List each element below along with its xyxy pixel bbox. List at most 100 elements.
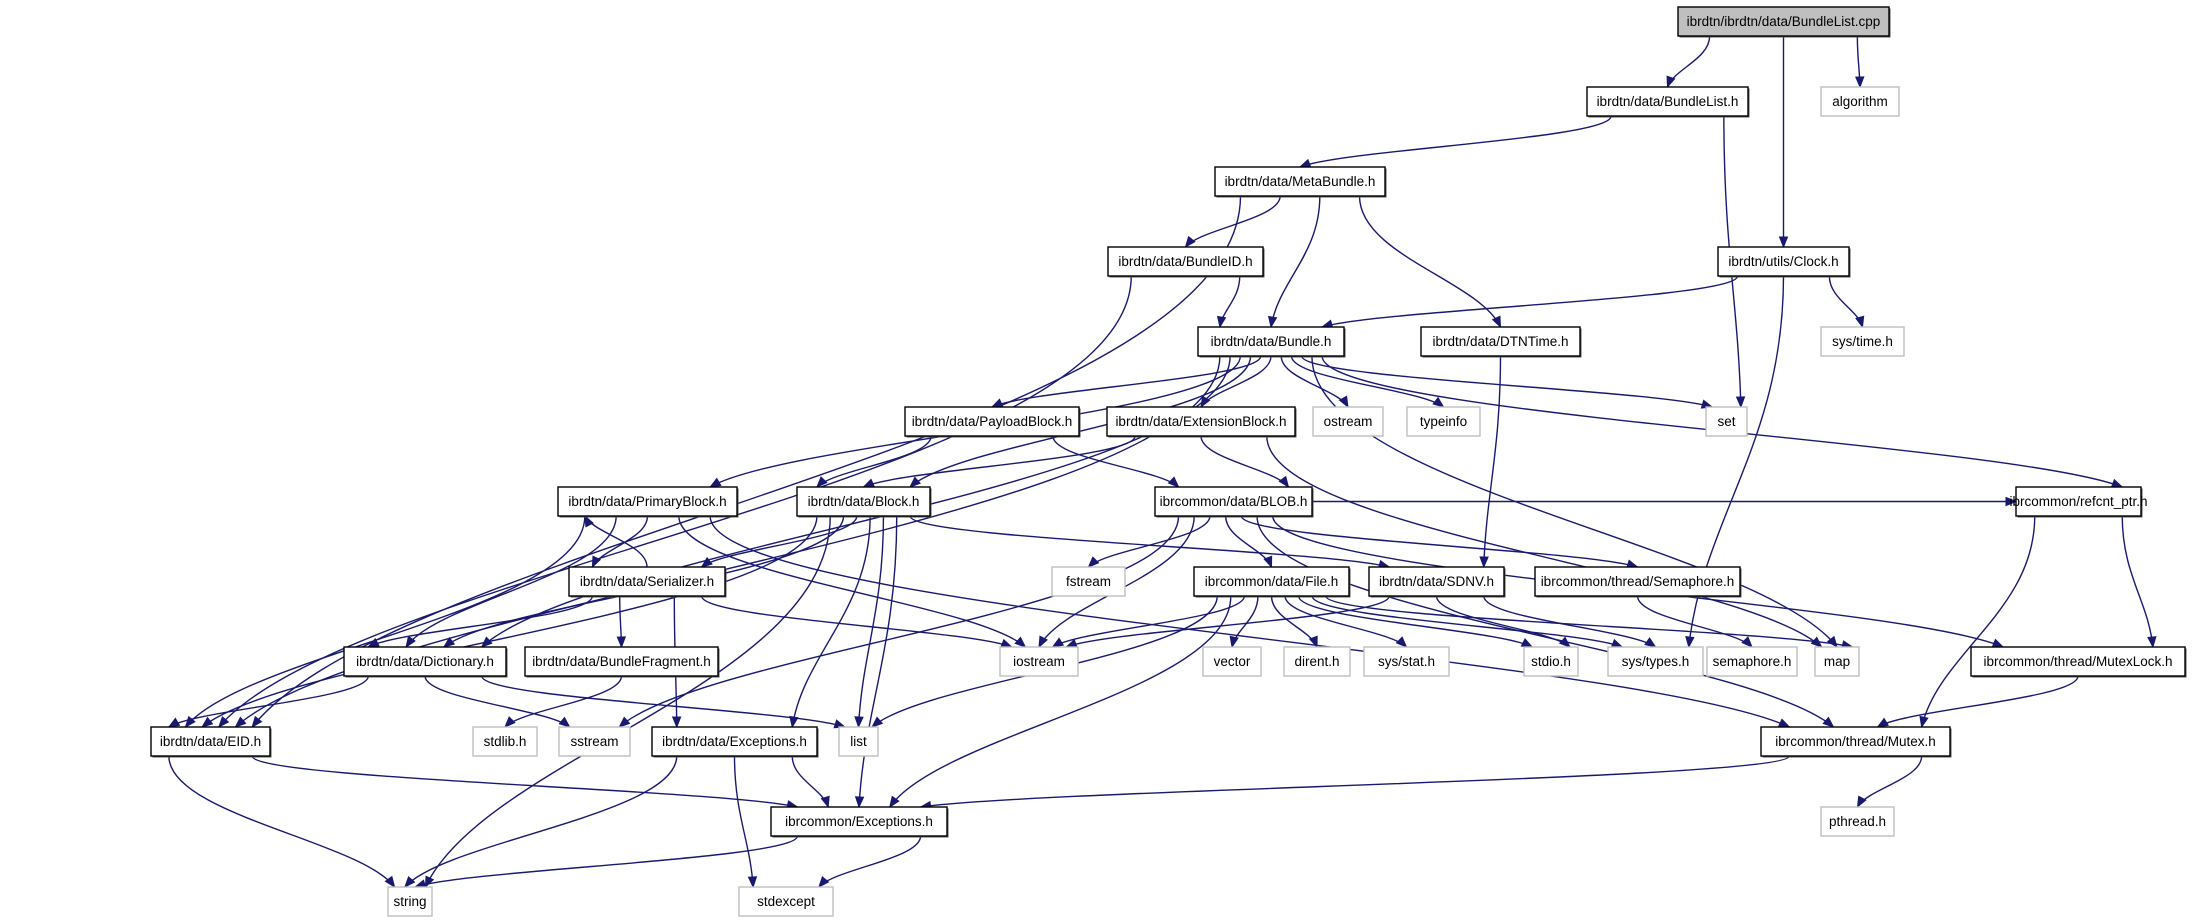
- edge-line: [1066, 595, 1390, 648]
- node-box: [1193, 566, 1350, 597]
- arrowhead-icon: [1338, 395, 1349, 409]
- node-mutex-h[interactable]: ibrcommon/thread/Mutex.h: [1760, 726, 1952, 758]
- node-primaryblock-h[interactable]: ibrdtn/data/PrimaryBlock.h: [557, 486, 739, 518]
- node-label: set: [1717, 414, 1735, 429]
- node-box: [1717, 246, 1850, 277]
- nodes-layer: ibrdtn/ibrdtn/data/BundleList.cpp ibrdtn/…: [150, 6, 2187, 917]
- edge-sdnv-h-to-systypes-h: [1483, 595, 1657, 648]
- node-block-h[interactable]: ibrdtn/data/Block.h: [796, 486, 932, 518]
- node-box: [1586, 86, 1749, 117]
- node-box: [1420, 326, 1581, 357]
- node-file-h[interactable]: ibrcommon/data/File.h: [1193, 566, 1351, 598]
- arrowhead-icon: [1184, 235, 1196, 249]
- node-refcnt-ptr-h[interactable]: ibrcommon/refcnt_ptr.h: [2009, 486, 2148, 518]
- node-metabundle-h[interactable]: ibrdtn/data/MetaBundle.h: [1214, 166, 1387, 198]
- edge-exceptions-dtn-h-to-stdexcept: [733, 755, 758, 889]
- arrowhead-icon: [616, 636, 627, 649]
- arrowhead-icon: [403, 876, 416, 889]
- node-label: ibrcommon/data/File.h: [1205, 574, 1339, 589]
- edge-line: [424, 675, 571, 728]
- node-bundlelist-h[interactable]: ibrdtn/data/BundleList.h: [1586, 86, 1750, 118]
- arrowhead-icon: [1991, 638, 2005, 648]
- node-label: ibrdtn/data/PrimaryBlock.h: [568, 494, 726, 509]
- edge-payloadblock-h-to-blob-h: [1052, 435, 1180, 488]
- arrowhead-icon: [700, 556, 713, 568]
- node-serializer-h[interactable]: ibrdtn/data/Serializer.h: [568, 566, 727, 598]
- edge-block-h-to-exceptions-common-h: [854, 515, 898, 809]
- edge-dtntime-h-to-sdnv-h: [1479, 355, 1502, 569]
- edge-eid-h-to-exceptions-common-h: [251, 755, 799, 810]
- node-eid-h[interactable]: ibrdtn/data/EID.h: [150, 726, 272, 758]
- edge-line: [1299, 115, 1612, 168]
- node-box: [1202, 646, 1262, 677]
- edge-refcnt-ptr-h-to-mutexlock-h: [2121, 515, 2157, 649]
- node-iostream: iostream: [999, 646, 1079, 677]
- edge-line: [1284, 595, 1407, 648]
- edge-line: [1321, 355, 2123, 488]
- node-box: [1368, 566, 1505, 597]
- arrowhead-icon: [1229, 635, 1239, 649]
- node-extensionblock-h[interactable]: ibrdtn/data/ExtensionBlock.h: [1106, 406, 1297, 438]
- node-bundle-h[interactable]: ibrdtn/data/Bundle.h: [1197, 326, 1346, 358]
- node-dictionary-h[interactable]: ibrdtn/data/Dictionary.h: [343, 646, 508, 678]
- arrowhead-icon: [1520, 638, 1534, 648]
- arrowhead-icon: [1558, 636, 1571, 648]
- node-sdnv-h[interactable]: ibrdtn/data/SDNV.h: [1368, 566, 1506, 598]
- arrowhead-icon: [1038, 635, 1048, 649]
- edge-blob-h-to-mutex-h: [1256, 515, 1835, 728]
- node-mutexlock-h[interactable]: ibrcommon/thread/MutexLock.h: [1970, 646, 2187, 678]
- node-label: algorithm: [1832, 94, 1888, 109]
- node-box: [1312, 406, 1384, 437]
- edge-line: [920, 755, 1791, 808]
- node-label: ibrdtn/data/Bundle.h: [1211, 334, 1332, 349]
- node-box: [1677, 6, 1890, 37]
- node-label: ibrdtn/data/Exceptions.h: [662, 734, 807, 749]
- edge-line: [168, 755, 396, 888]
- edge-serializer-h-to-primaryblock-h: [584, 514, 648, 568]
- edge-blob-h-to-fstream: [1087, 515, 1211, 568]
- node-label: sys/stat.h: [1378, 654, 1435, 669]
- node-root[interactable]: ibrdtn/ibrdtn/data/BundleList.cpp: [1677, 6, 1891, 38]
- node-label: sys/types.h: [1622, 654, 1690, 669]
- edge-file-h-to-systypes-h: [1311, 595, 1624, 648]
- arrowhead-icon: [234, 716, 247, 728]
- arrowhead-icon: [1014, 636, 1027, 648]
- edge-mutex-h-to-pthread-h: [1856, 755, 1923, 809]
- node-bundleid-h[interactable]: ibrdtn/data/BundleID.h: [1107, 246, 1265, 278]
- edge-block-h-to-serializer-h: [700, 515, 858, 568]
- node-box: [1523, 646, 1579, 677]
- node-bundlefragment-h[interactable]: ibrdtn/data/BundleFragment.h: [524, 646, 720, 678]
- edge-line: [816, 435, 932, 488]
- edge-metabundle-h-to-bundle-h: [1267, 195, 1321, 329]
- arrowhead-icon: [167, 717, 181, 728]
- node-payloadblock-h[interactable]: ibrdtn/data/PayloadBlock.h: [904, 406, 1081, 438]
- arrowhead-icon: [2110, 478, 2124, 488]
- node-box: [1214, 166, 1386, 197]
- arrowhead-icon: [1267, 315, 1278, 329]
- arrowhead-icon: [1778, 236, 1789, 249]
- node-label: string: [393, 894, 426, 909]
- edge-blob-h-to-refcnt-ptr-h: [1312, 496, 2018, 507]
- node-dtntime-h[interactable]: ibrdtn/data/DTNTime.h: [1420, 326, 1582, 358]
- arrowhead-icon: [1479, 556, 1489, 569]
- edge-extensionblock-h-to-block-h: [862, 435, 1136, 488]
- edge-line: [504, 675, 623, 728]
- node-blob-h[interactable]: ibrcommon/data/BLOB.h: [1154, 486, 1314, 518]
- edge-line: [991, 355, 1262, 408]
- arrowhead-icon: [1298, 158, 1312, 168]
- node-clock-h[interactable]: ibrdtn/utils/Clock.h: [1717, 246, 1851, 278]
- node-exceptions-dtn-h[interactable]: ibrdtn/data/Exceptions.h: [651, 726, 819, 758]
- node-set: set: [1705, 406, 1748, 437]
- edge-file-h-to-sysstat-h: [1284, 595, 1408, 648]
- node-box: [472, 726, 538, 757]
- edge-mutex-h-to-exceptions-common-h: [919, 755, 1791, 811]
- node-exceptions-common-h[interactable]: ibrcommon/Exceptions.h: [770, 806, 949, 838]
- node-box: [2015, 486, 2142, 517]
- node-systypes-h: sys/types.h: [1607, 646, 1704, 677]
- arrowhead-icon: [405, 635, 416, 649]
- edge-line: [909, 355, 1252, 488]
- edge-primaryblock-h-to-serializer-h: [591, 515, 649, 569]
- node-semaphore-thread-h[interactable]: ibrcommon/thread/Semaphore.h: [1534, 566, 1742, 598]
- node-box: [1363, 646, 1450, 677]
- arrowhead-icon: [1777, 718, 1791, 728]
